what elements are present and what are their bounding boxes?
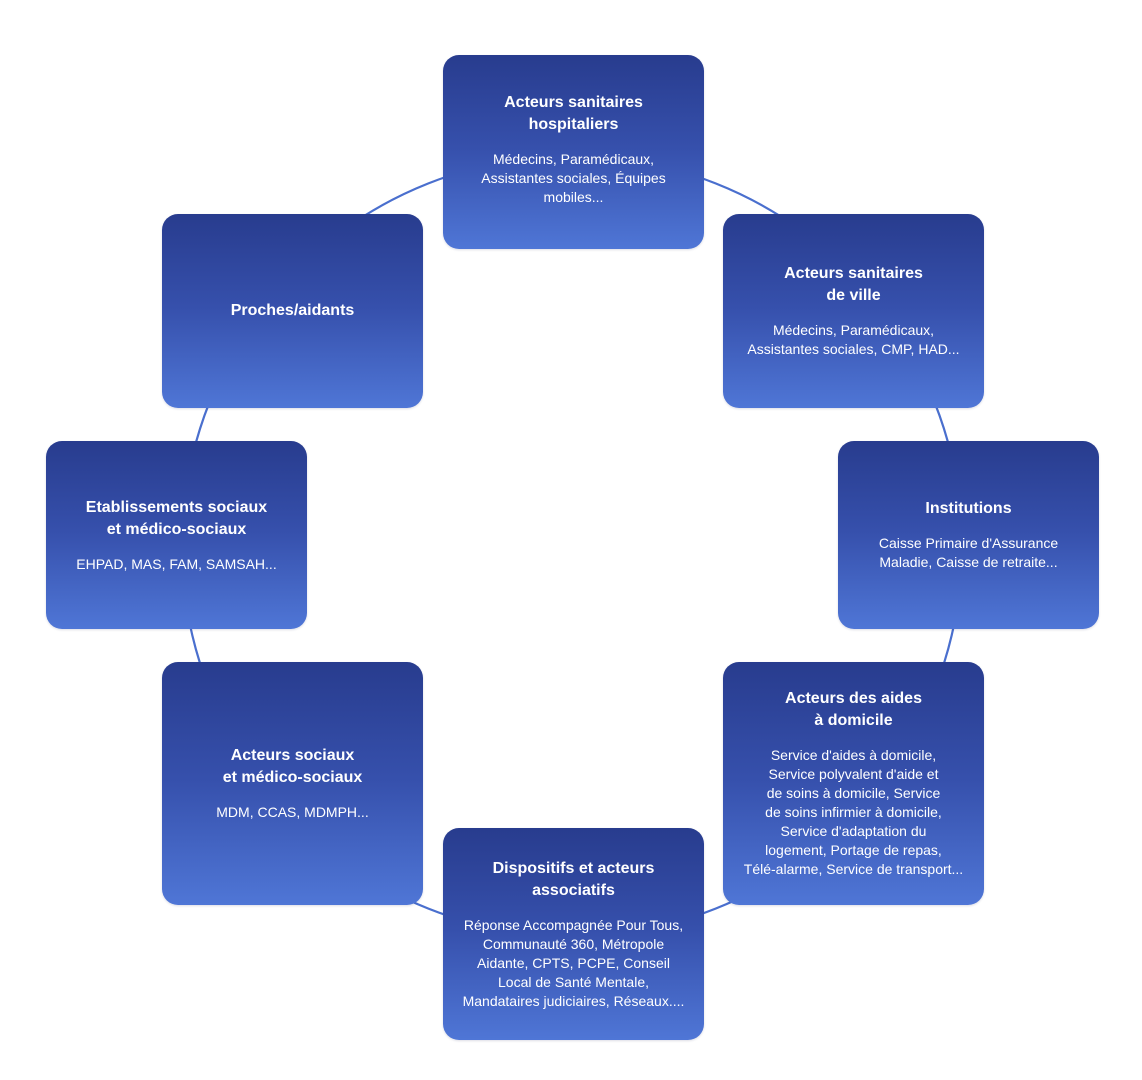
node-title: Dispositifs et acteurs associatifs — [492, 859, 655, 899]
node-title: Proches/aidants — [230, 302, 355, 319]
node-caregivers: Proches/aidants — [162, 214, 423, 408]
node-title: Acteurs des aides à domicile — [785, 690, 922, 729]
node-institutions: Institutions Caisse Primaire d'Assurance… — [838, 441, 1099, 629]
node-associative-devices: Dispositifs et acteurs associatifs Répon… — [443, 828, 704, 1040]
node-title: Acteurs sanitaires de ville — [784, 265, 923, 304]
node-title: Institutions — [925, 500, 1012, 517]
node-social-actors: Acteurs sociaux et médico-sociaux MDM, C… — [162, 662, 423, 905]
node-home-aid-actors: Acteurs des aides à domicile Service d'a… — [723, 662, 984, 905]
node-social-establishments: Etablissements sociaux et médico-sociaux… — [46, 441, 307, 629]
node-title: Acteurs sanitaires hospitaliers — [504, 93, 643, 133]
node-description: Caisse Primaire d'Assurance Maladie, Cai… — [878, 535, 1059, 570]
node-title: Acteurs sociaux et médico-sociaux — [222, 747, 363, 786]
node-description: Réponse Accompagnée Pour Tous, Communaut… — [462, 916, 685, 1009]
node-description: EHPAD, MAS, FAM, SAMSAH... — [76, 555, 277, 572]
node-description: Médecins, Paramédicaux, Assistantes soci… — [481, 150, 666, 205]
node-hospital-actors: Acteurs sanitaires hospitaliers Médecins… — [443, 55, 704, 249]
node-city-health-actors: Acteurs sanitaires de ville Médecins, Pa… — [723, 214, 984, 408]
node-title: Etablissements sociaux et médico-sociaux — [85, 498, 268, 538]
node-description: MDM, CCAS, MDMPH... — [216, 804, 369, 820]
node-description: Service d'aides à domicile, Service poly… — [743, 747, 964, 877]
node-description: Médecins, Paramédicaux, Assistantes soci… — [747, 322, 960, 357]
